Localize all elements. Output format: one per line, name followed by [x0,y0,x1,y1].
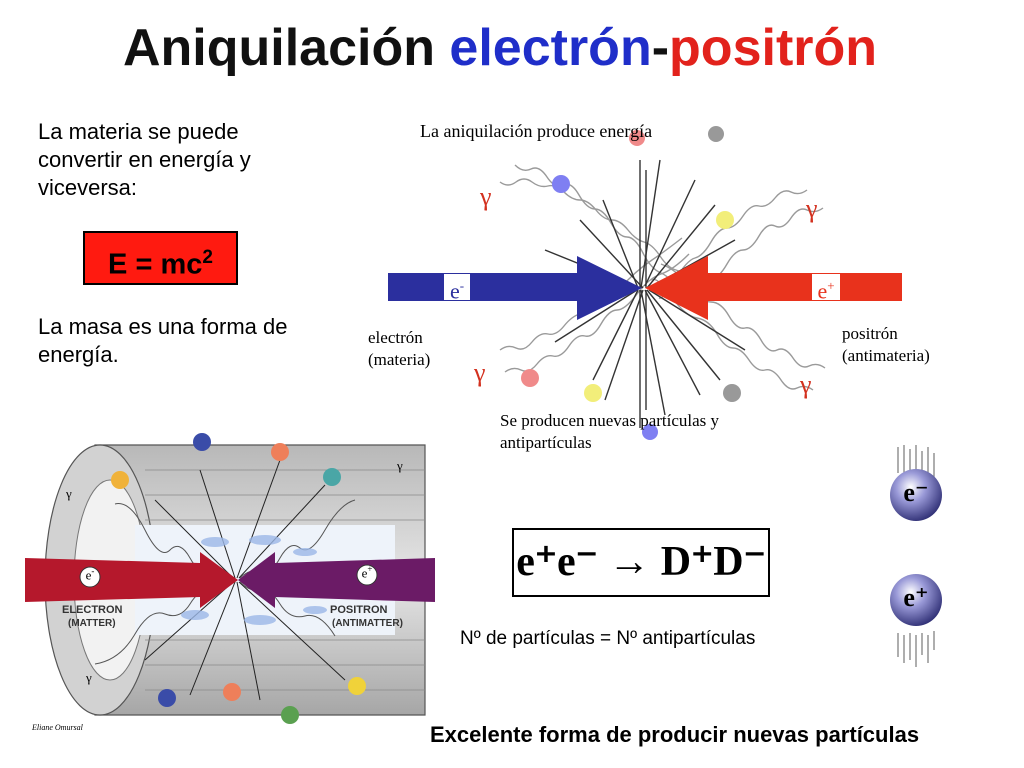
particle-icons [890,445,942,667]
title-part-aniquilacion: Aniquilación [122,19,450,77]
detector-electron-beam [25,552,238,608]
detector-electron-badge [79,566,101,588]
electron-icon-label: e⁻ [903,478,929,507]
detector-particle [223,683,241,701]
detector-electron-sublabel: (MATTER) [68,618,116,629]
gamma-symbol: γ [474,358,486,387]
formula-base: E = mc [108,248,203,281]
detector-particles [111,433,366,724]
detector-electron-symbol: e- [80,566,100,583]
detector-particle [348,677,366,695]
diagram-top-label: La aniquilación produce energía [420,121,653,141]
positron-arrow [645,256,902,320]
particle-yellow [584,384,602,402]
title-dash: - [651,19,670,77]
gamma-symbol: γ [800,370,812,399]
positron-charge: + [827,278,835,293]
detector-positron-letter: e [361,565,368,581]
electron-symbol: e- [444,274,470,304]
detector-electron-label: ELECTRON [62,604,123,616]
positron-symbol: e+ [812,274,840,304]
formula-box: E = mc2 [83,231,238,285]
detector-particle [281,706,299,724]
electron-icon [890,469,942,521]
detector-positron-badge [356,564,378,586]
page-title: Aniquilación electrón-positrón [0,18,1000,78]
detector-gamma: γ [86,670,92,685]
electron-charge: - [459,278,465,293]
detector-particle [193,433,211,451]
detector-particle [158,689,176,707]
detector-particle [111,471,129,489]
detector-gamma: γ [66,486,72,501]
positron-label: positrón (antimateria) [842,324,930,365]
gamma-symbol: γ [806,194,818,223]
annihilation-diagram [388,126,902,440]
gamma-symbol: γ [480,182,492,211]
matter-energy-text: La materia se puede convertir en energía… [38,119,251,200]
particles [521,126,741,440]
mass-energy-text: La masa es una forma de energía. [38,314,288,367]
electron-letter: e [449,278,460,304]
particle-gray [708,126,724,142]
detector-particle [271,443,289,461]
particle-gray [723,384,741,402]
detector-positron-label: POSITRON [330,604,388,616]
electron-arrow [388,256,642,320]
electron-label: electrón (materia) [368,328,431,369]
particle-pink [629,130,645,146]
particle-yellow [716,211,734,229]
particle-tracks [544,159,746,428]
particle-blue [552,175,570,193]
detector-illustration [25,433,435,724]
positron-letter: e [817,278,828,304]
equation-box: e⁺e⁻ → D⁺D⁻ [512,528,770,597]
credit-text: Eliane Omursal [32,723,83,732]
particle-blue [642,424,658,440]
title-part-electron: electrón [449,19,652,77]
detector-electron-letter: e [85,567,92,583]
detector-positron-sublabel: (ANTIMATTER) [332,618,403,629]
footer-text: Excelente forma de producir nuevas partí… [430,722,920,747]
detector-positron-beam [238,552,435,608]
particle-equality-text: Nº de partículas = Nº antipartículas [460,628,756,649]
detector-gamma: γ [397,458,403,473]
formula-exponent: 2 [202,247,213,268]
title-part-positron: positrón [669,19,878,77]
positron-icon [890,574,942,626]
detector-positron-charge: + [367,564,373,574]
detector-particle [323,468,341,486]
particle-pink [521,369,539,387]
positron-icon-label: e⁺ [903,583,929,612]
new-particles-label: Se producen nuevas partículas y antipart… [500,411,720,452]
detector-positron-symbol: e+ [357,564,377,581]
detector-electron-charge: - [91,566,95,576]
